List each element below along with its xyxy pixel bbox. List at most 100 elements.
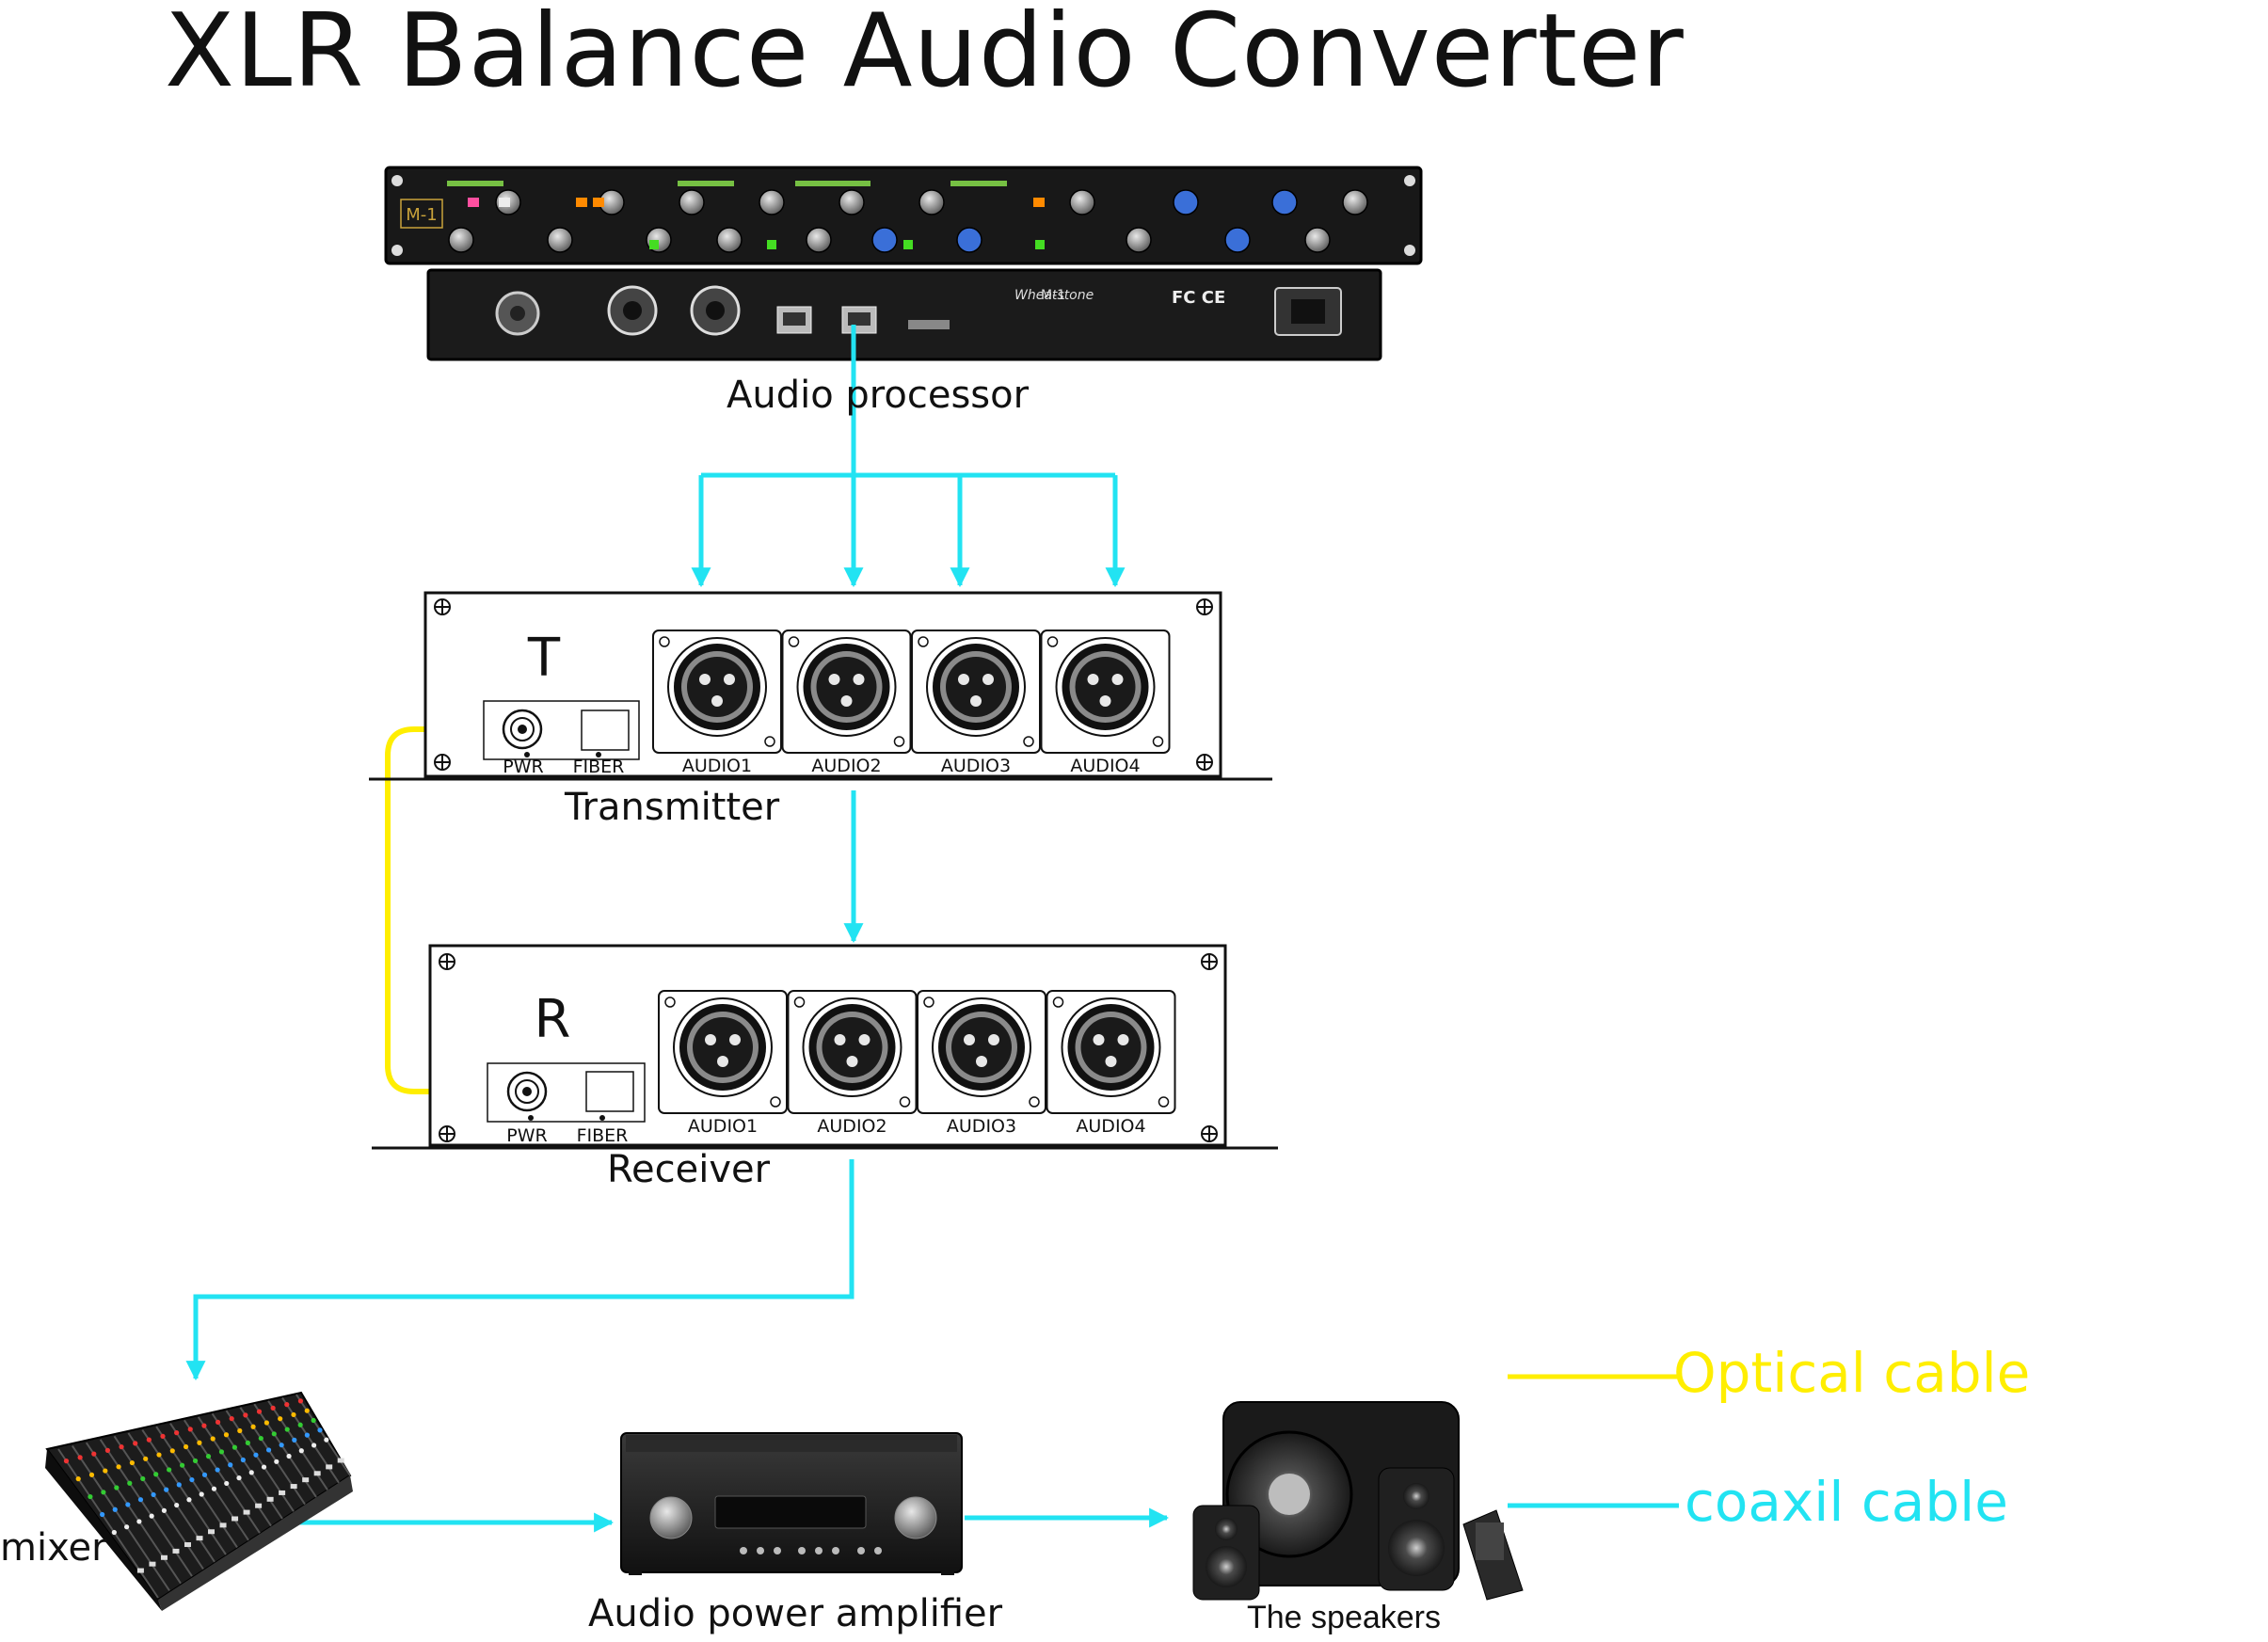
mixer-knob xyxy=(143,1456,149,1461)
receiver-audio-port-1: AUDIO1 xyxy=(658,990,788,1137)
mixer-knob xyxy=(304,1432,310,1438)
rear-brand-text: Wheatstone xyxy=(1014,288,1094,303)
page-title: XLR Balance Audio Converter xyxy=(165,0,1685,110)
mixer-knob xyxy=(164,1487,169,1492)
mixer-knob xyxy=(243,1412,248,1418)
processor-knobs xyxy=(448,189,1368,253)
mixer-knob xyxy=(298,1448,304,1454)
mixer-knob xyxy=(151,1491,156,1498)
processor-knob xyxy=(759,189,785,215)
local-led xyxy=(576,198,587,207)
mixer-knob xyxy=(270,1405,276,1411)
receiver-fiber-label: FIBER xyxy=(577,1125,629,1146)
processor-knob xyxy=(547,227,573,253)
processor-logo-box xyxy=(400,199,443,229)
mixer-knob xyxy=(265,1447,272,1453)
speakers-label: The speakers xyxy=(1247,1600,1441,1635)
transmitter-screws xyxy=(434,598,1213,771)
mixer-knob xyxy=(125,1502,131,1507)
processor-knob xyxy=(1069,189,1095,215)
processor-knob xyxy=(716,227,743,253)
receiver-audio-port-label: AUDIO4 xyxy=(1076,1116,1145,1137)
mixer-knob xyxy=(124,1524,130,1530)
processor-knob xyxy=(448,227,474,253)
mixer-knob xyxy=(210,1436,216,1442)
mixer-knob xyxy=(228,1462,233,1468)
mixer-fader xyxy=(219,1522,227,1528)
transmitter-audio-port-label: AUDIO4 xyxy=(1070,756,1140,776)
mixer-knob xyxy=(279,1443,284,1448)
mixer-knob xyxy=(197,1440,202,1445)
mixer-knob xyxy=(237,1427,243,1434)
dc-corr-led xyxy=(593,198,604,207)
mixer-label: mixer xyxy=(0,1526,107,1570)
expander-meter-bar xyxy=(950,181,1007,186)
receiver-audio-port-3: AUDIO3 xyxy=(917,990,1046,1137)
transmitter-audio-port-label: AUDIO2 xyxy=(811,756,881,776)
amplifier-buttons xyxy=(740,1547,882,1554)
mixer-knob xyxy=(211,1486,217,1491)
mixer-fader xyxy=(232,1516,239,1522)
mixer-knob xyxy=(297,1398,304,1404)
processor-knob xyxy=(1173,189,1199,215)
mixer-fader xyxy=(279,1490,286,1495)
mixer-knob xyxy=(179,1462,185,1468)
mixer-fader xyxy=(149,1561,156,1567)
mixer-knob xyxy=(103,1468,108,1474)
mixer-knob xyxy=(167,1467,172,1473)
transmitter-letter: T xyxy=(527,628,561,689)
processor-knob xyxy=(1304,227,1331,253)
mixer-knob xyxy=(169,1448,175,1454)
mixer-knob xyxy=(186,1497,192,1503)
deesser-meter-bar xyxy=(678,181,734,186)
mixer-knob xyxy=(77,1455,83,1460)
mixer-knob xyxy=(284,1427,290,1432)
mixer-knob xyxy=(153,1472,159,1477)
transmitter-audio-port-label: AUDIO1 xyxy=(682,756,752,776)
rack-screw xyxy=(391,175,403,186)
mixer-knob xyxy=(100,1511,105,1518)
mixer-knob xyxy=(261,1464,267,1470)
mixer-knob xyxy=(274,1459,280,1464)
processor-knob xyxy=(1342,189,1368,215)
mixer-knob xyxy=(111,1529,117,1536)
mixer-knob xyxy=(292,1437,297,1443)
coax-cables xyxy=(185,325,1170,1533)
mixer-device xyxy=(45,1391,353,1611)
mixer-knob xyxy=(201,1472,208,1477)
mixer-knob xyxy=(229,1416,234,1422)
mixer-knob xyxy=(248,1470,254,1475)
mixer-knob xyxy=(88,1472,95,1477)
mixer-fader xyxy=(196,1536,203,1541)
mixer-knob xyxy=(149,1513,154,1519)
mixer-knob xyxy=(140,1475,146,1482)
mixer-knob xyxy=(223,1432,230,1438)
status-led xyxy=(649,240,659,249)
processor-knob xyxy=(1224,227,1251,253)
mixer-fader xyxy=(290,1484,297,1490)
transmitter-pwr-label: PWR xyxy=(503,757,543,777)
mixer-knob xyxy=(250,1424,256,1429)
dipswitch xyxy=(908,320,950,329)
mixer-fader xyxy=(302,1477,310,1483)
mixer-knob xyxy=(192,1458,199,1464)
mixer-knob xyxy=(291,1411,296,1418)
mixer-knob xyxy=(215,1419,221,1425)
eq-pre-led xyxy=(1033,198,1045,207)
mixer-knob xyxy=(317,1427,323,1433)
transmitter-fiber-port xyxy=(581,709,630,751)
transmitter-audio-port-3: AUDIO3 xyxy=(911,630,1041,776)
mixer-knob xyxy=(174,1430,180,1436)
mixer-knob xyxy=(127,1480,133,1486)
processor-knob xyxy=(1126,227,1152,253)
receiver-audio-port-4: AUDIO4 xyxy=(1046,990,1176,1137)
mixer-knob xyxy=(160,1433,166,1439)
mixer-knob xyxy=(218,1449,225,1455)
amplifier-display xyxy=(714,1495,867,1529)
mixer-knob xyxy=(136,1519,142,1524)
transmitter-label: Transmitter xyxy=(565,786,780,829)
processor-knob xyxy=(1271,189,1298,215)
